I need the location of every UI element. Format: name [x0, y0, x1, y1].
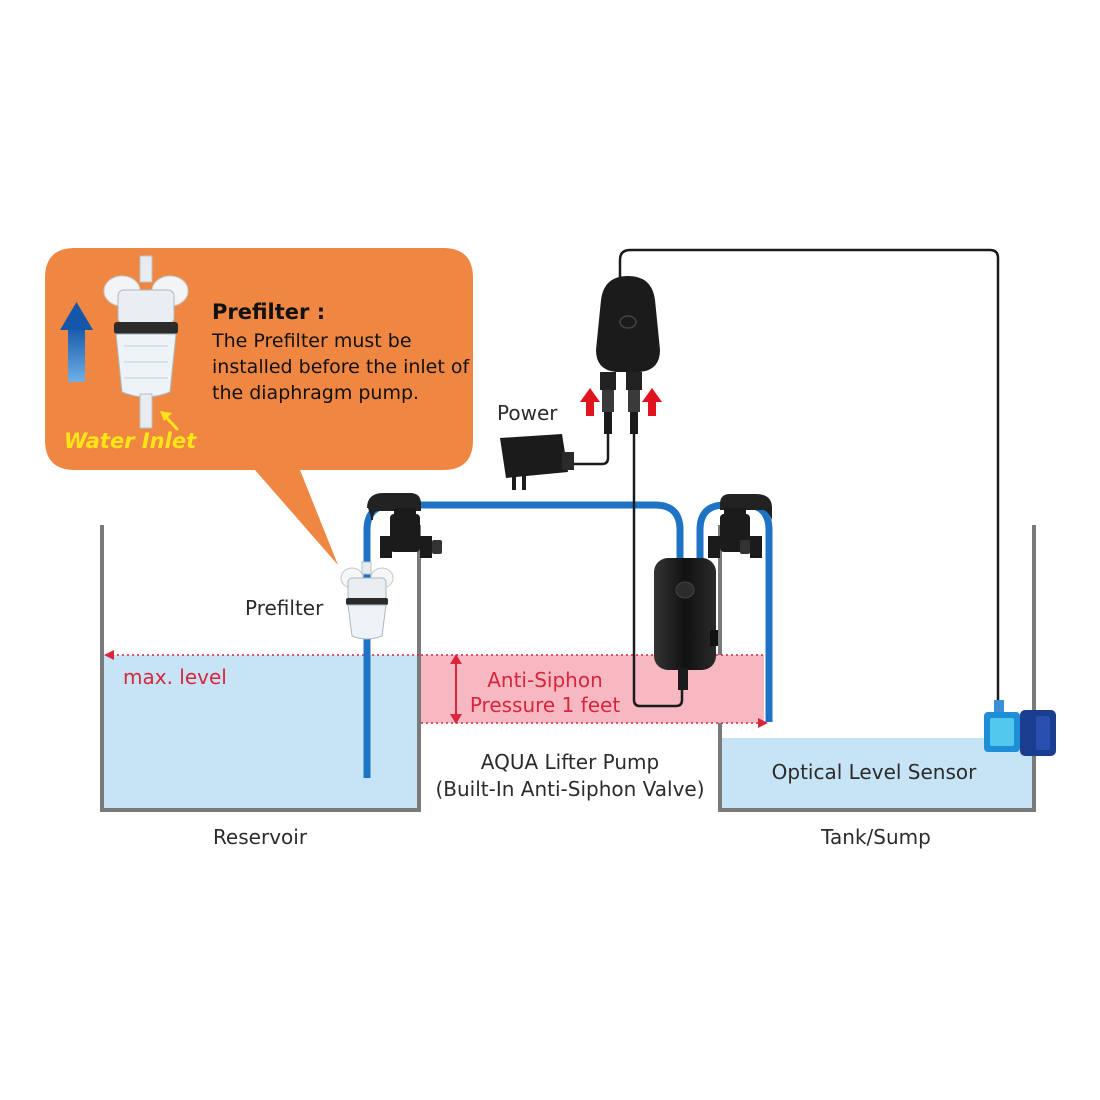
prefilter-small-icon [340, 561, 394, 640]
water-inlet-label: Water Inlet [64, 429, 197, 453]
prefilter-callout [45, 248, 473, 565]
power-adapter-icon [500, 434, 574, 490]
power-label: Power [497, 401, 558, 425]
reservoir-walls [100, 525, 421, 812]
optical-sensor-label: Optical Level Sensor [771, 760, 977, 784]
pump-label-line2: (Built-In Anti-Siphon Valve) [435, 777, 705, 801]
max-level-label: max. level [123, 665, 227, 689]
callout-title: Prefilter : [212, 300, 326, 324]
intake-tube [363, 501, 684, 778]
pump-label-line1: AQUA Lifter Pump [480, 750, 660, 774]
callout-body: The Prefilter must be installed before t… [212, 330, 470, 404]
sensor-cable [618, 248, 1000, 700]
right-hose-holder [708, 494, 772, 558]
prefilter-label: Prefilter [245, 596, 324, 620]
anti-siphon-label-line1: Anti-Siphon [487, 668, 603, 692]
optical-level-sensor-icon [984, 700, 1056, 756]
reservoir-label: Reservoir [212, 825, 308, 849]
controller-unit [572, 248, 1000, 708]
inlet-pointer-arrow-icon [160, 411, 180, 432]
tank-water [722, 738, 1034, 810]
power-cable [572, 434, 610, 466]
tank-label: Tank/Sump [821, 825, 931, 849]
red-up-arrows-icon [580, 388, 662, 416]
flow-up-arrow-icon [60, 302, 93, 382]
pump-cable [632, 434, 684, 708]
anti-siphon-label-line2: Pressure 1 feet [469, 693, 621, 717]
left-hose-holder [367, 493, 442, 558]
prefilter-large-icon [103, 255, 189, 429]
aqua-lifter-pump [654, 558, 718, 690]
